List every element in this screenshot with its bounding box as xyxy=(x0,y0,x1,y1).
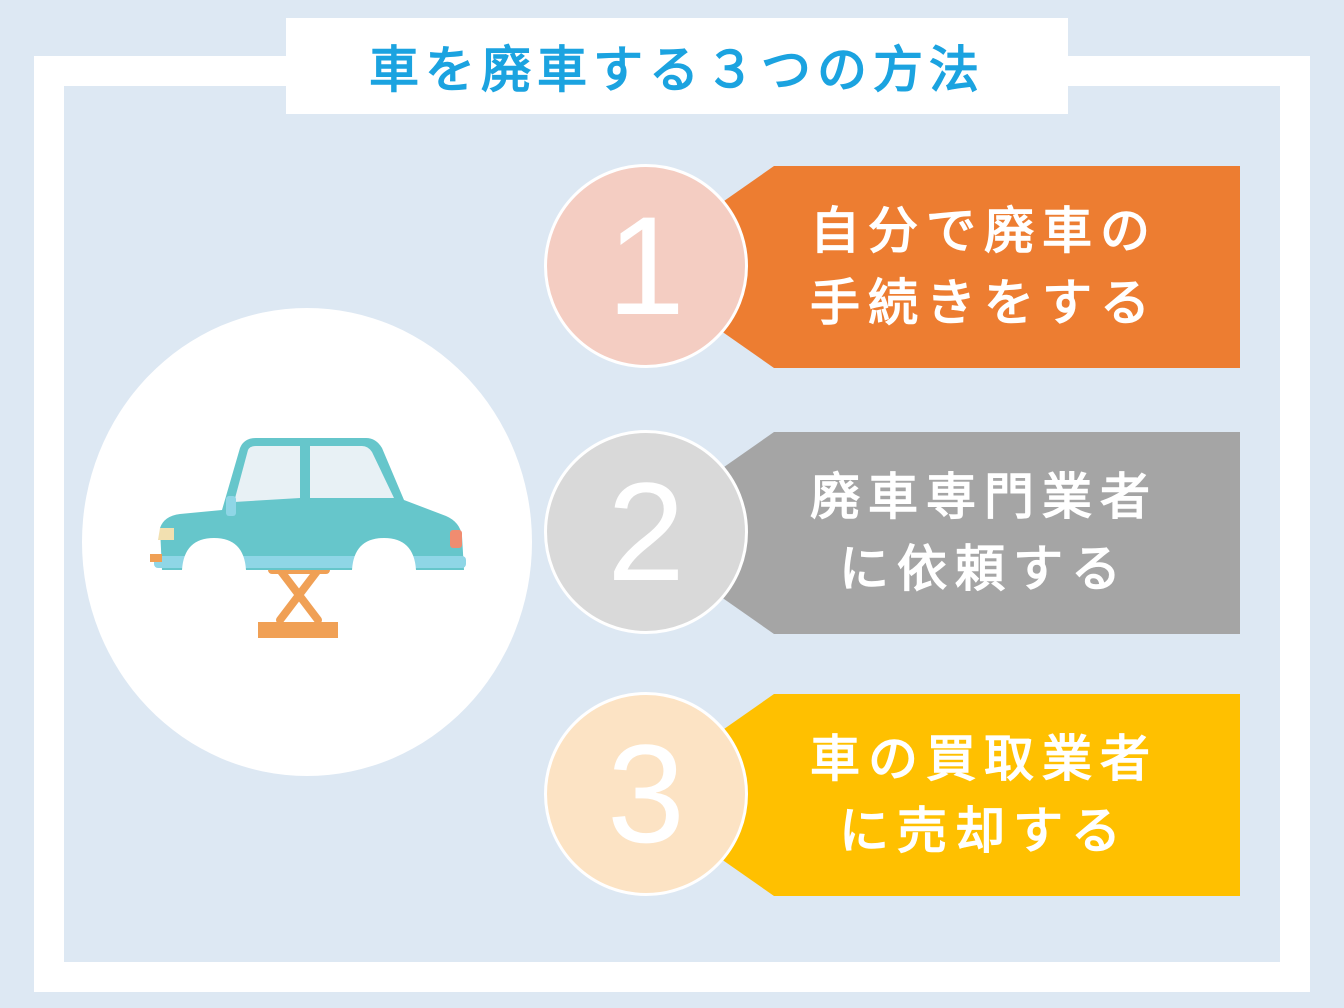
number-badge-1: 1 xyxy=(544,164,748,368)
jack-base xyxy=(258,622,338,638)
car-on-jack-icon xyxy=(150,438,466,638)
banner-line-1: 車の買取業者 xyxy=(810,730,1158,788)
car-headlight xyxy=(158,528,174,540)
car-mirror xyxy=(226,496,236,516)
banner-text-1: 自分で廃車の 手続きをする xyxy=(744,166,1224,368)
car-rear-window xyxy=(310,446,394,498)
wheel-well-rear xyxy=(352,538,416,570)
wheel-well-front xyxy=(182,538,246,570)
jack-scissor xyxy=(268,566,330,624)
banner-line-2: に依頼する xyxy=(839,540,1129,598)
banner-text-3: 車の買取業者 に売却する xyxy=(744,694,1224,896)
method-item-3: 車の買取業者 に売却する 3 xyxy=(544,692,1244,898)
car-front-window xyxy=(234,446,300,502)
title-box: 車を廃車する３つの方法 xyxy=(286,18,1068,114)
banner-2 xyxy=(714,432,1240,634)
banner-line-1: 自分で廃車の xyxy=(810,202,1158,260)
banner-1 xyxy=(714,166,1240,368)
car-body xyxy=(160,438,464,570)
banner-text-2: 廃車専門業者 に依頼する xyxy=(744,432,1224,634)
method-item-2: 廃車専門業者 に依頼する 2 xyxy=(544,430,1244,636)
method-item-1: 自分で廃車の 手続きをする 1 xyxy=(544,164,1244,370)
banner-line-1: 廃車専門業者 xyxy=(810,468,1158,526)
car-tail-light xyxy=(450,530,462,548)
page-title: 車を廃車する３つの方法 xyxy=(369,41,985,99)
banner-3 xyxy=(714,694,1240,896)
number-badge-3: 3 xyxy=(544,692,748,896)
banner-line-2: 手続きをする xyxy=(810,274,1158,332)
banner-line-2: に売却する xyxy=(839,802,1129,860)
number-badge-2: 2 xyxy=(544,430,748,634)
car-front-light xyxy=(150,554,162,562)
